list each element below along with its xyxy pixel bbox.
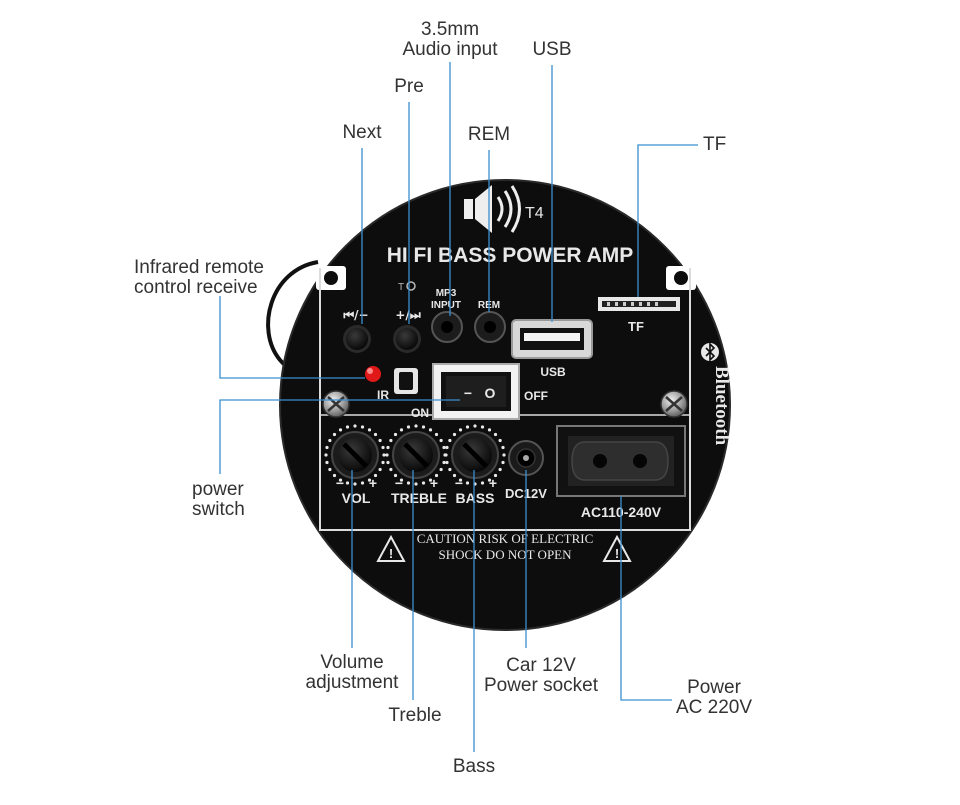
leader-lines bbox=[219, 62, 698, 752]
callout-infrared: Infrared remote control receive bbox=[134, 258, 304, 298]
warning-icon-left: ! bbox=[376, 534, 406, 562]
callout-power-switch-line1: power bbox=[192, 479, 244, 500]
vol-minus-sign: − bbox=[336, 475, 344, 491]
caution-line-2: SHOCK DO NOT OPEN bbox=[438, 547, 572, 562]
usb-port[interactable] bbox=[511, 319, 593, 359]
callout-audio-input: 3.5mm Audio input bbox=[390, 20, 510, 60]
callout-treble-line1: Treble bbox=[388, 705, 442, 726]
wire-mark: T bbox=[398, 282, 404, 293]
callout-audio-input-line2: Audio input bbox=[402, 39, 498, 60]
panel-outline bbox=[319, 268, 691, 531]
svg-text:!: ! bbox=[389, 546, 393, 561]
treble-plus-sign: + bbox=[430, 475, 438, 491]
ir-label: IR bbox=[377, 388, 389, 402]
callout-volume-line2: adjustment bbox=[305, 672, 399, 693]
mp3-label-line1: MP3 bbox=[436, 288, 457, 299]
screw-left bbox=[322, 390, 350, 418]
callout-pre: Pre bbox=[379, 77, 439, 97]
usb-panel-label: USB bbox=[540, 365, 566, 379]
vol-plus-sign: + bbox=[369, 475, 377, 491]
bluetooth-label: Bluetooth bbox=[711, 366, 732, 446]
audio-jack[interactable] bbox=[431, 311, 463, 343]
mounting-tab-left bbox=[316, 266, 346, 290]
callout-bass-line1: Bass bbox=[452, 756, 496, 777]
model-label: T4 bbox=[525, 205, 544, 222]
mounting-tab-right bbox=[666, 266, 696, 290]
callout-usb-line1: USB bbox=[532, 39, 572, 60]
callout-infrared-line1: Infrared remote bbox=[134, 257, 264, 278]
callout-pre-line1: Pre bbox=[394, 76, 424, 97]
panel-title: HI FI BASS POWER AMP bbox=[387, 244, 634, 267]
callout-audio-input-line1: 3.5mm bbox=[420, 19, 480, 40]
next-button-label: +/⏭ bbox=[395, 308, 420, 322]
bass-plus-sign: + bbox=[489, 475, 497, 491]
leader-infrared bbox=[219, 296, 365, 379]
callout-rem-line1: REM bbox=[467, 124, 511, 145]
callout-car-power-line2: Power socket bbox=[483, 675, 599, 696]
ac-power-socket[interactable] bbox=[556, 425, 686, 497]
red-led bbox=[365, 366, 381, 382]
bass-minus-sign: − bbox=[455, 475, 463, 491]
bass-knob[interactable] bbox=[444, 424, 506, 486]
power-switch[interactable] bbox=[432, 363, 520, 420]
tf-panel-label: TF bbox=[628, 319, 644, 334]
volume-knob[interactable] bbox=[324, 424, 386, 486]
vol-label: VOL bbox=[342, 490, 371, 506]
leader-power-ac bbox=[620, 496, 672, 701]
rem-jack[interactable] bbox=[474, 311, 506, 343]
dc12v-socket[interactable] bbox=[508, 440, 544, 476]
callout-power-ac-line1: Power bbox=[687, 677, 741, 698]
treble-label: TREBLE bbox=[391, 490, 447, 506]
callout-car-power-line1: Car 12V bbox=[506, 655, 576, 676]
mp3-label-line2: INPUT bbox=[431, 300, 461, 311]
callout-tf-line1: TF bbox=[703, 134, 727, 155]
switch-on-label: ON bbox=[411, 406, 429, 420]
callout-power-switch-line2: switch bbox=[192, 499, 245, 520]
callout-infrared-line2: control receive bbox=[134, 277, 258, 298]
ir-receiver bbox=[394, 368, 418, 394]
tf-card-slot[interactable] bbox=[598, 297, 680, 311]
wire-hole-icon bbox=[406, 281, 416, 291]
next-button[interactable] bbox=[393, 325, 421, 353]
svg-text:!: ! bbox=[615, 546, 619, 561]
bass-label: BASS bbox=[456, 490, 495, 506]
switch-off-label: OFF bbox=[524, 389, 548, 403]
bluetooth-icon bbox=[701, 342, 719, 362]
callout-next-line1: Next bbox=[342, 122, 382, 143]
callout-power-ac: Power AC 220V bbox=[664, 678, 764, 718]
callout-usb: USB bbox=[522, 40, 582, 60]
prev-button-label: ⏮/− bbox=[343, 308, 368, 322]
callout-power-switch: power switch bbox=[192, 480, 272, 520]
callout-volume: Volume adjustment bbox=[292, 653, 412, 693]
screw-right bbox=[660, 390, 688, 418]
treble-knob[interactable] bbox=[385, 424, 447, 486]
warning-icon-right: ! bbox=[602, 534, 632, 562]
callout-treble: Treble bbox=[373, 706, 457, 726]
callout-tf: TF bbox=[703, 135, 753, 155]
treble-minus-sign: − bbox=[395, 475, 403, 491]
callout-next: Next bbox=[327, 123, 397, 143]
leader-power-switch bbox=[219, 399, 460, 474]
callout-bass: Bass bbox=[439, 757, 509, 777]
callout-car-power: Car 12V Power socket bbox=[466, 656, 616, 696]
callout-power-ac-line2: AC 220V bbox=[675, 697, 753, 718]
leader-tf bbox=[637, 144, 698, 297]
speaker-logo-icon bbox=[464, 185, 521, 233]
callout-volume-line1: Volume bbox=[320, 652, 384, 673]
switch-off-symbol: O bbox=[485, 385, 496, 401]
prev-button[interactable] bbox=[343, 325, 371, 353]
caution-line-1: CAUTION RISK OF ELECTRIC bbox=[417, 531, 594, 546]
callout-rem: REM bbox=[459, 125, 519, 145]
switch-on-symbol: − bbox=[464, 385, 472, 401]
